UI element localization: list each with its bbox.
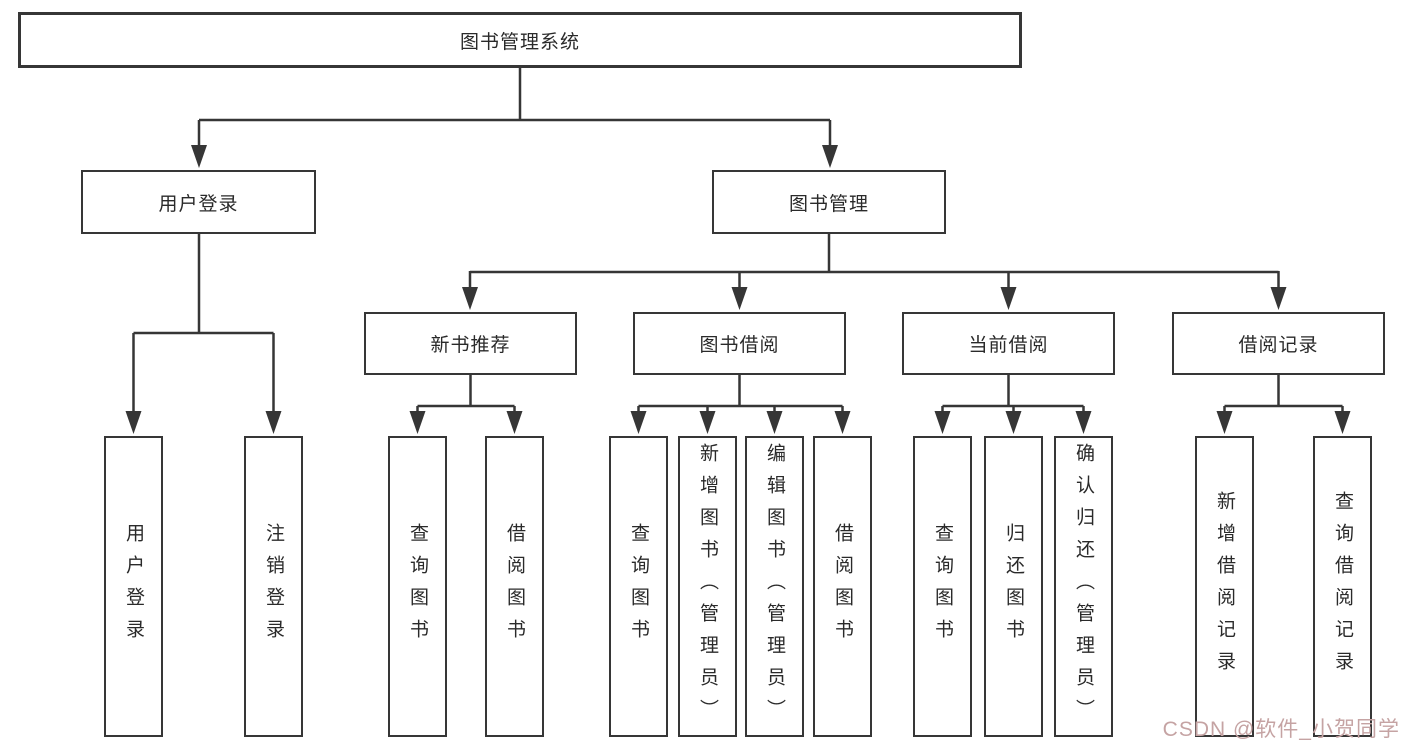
connector-path — [132, 68, 1344, 415]
leaf-return-books: 归还图书 — [984, 436, 1043, 737]
leaf-query-books-recommend: 查询图书 — [388, 436, 447, 737]
arrowhead — [731, 287, 748, 310]
leaf-user-login: 用户登录 — [104, 436, 163, 737]
node-library-management-system: 图书管理系统 — [18, 12, 1022, 68]
arrowhead — [125, 411, 142, 434]
arrowhead — [1270, 287, 1287, 310]
arrowhead — [506, 411, 523, 434]
node-book-borrowing: 图书借阅 — [633, 312, 846, 375]
node-book-management: 图书管理 — [712, 170, 946, 234]
arrowhead — [934, 411, 951, 434]
watermark-text: CSDN @软件_小贺同学 — [1162, 718, 1400, 741]
arrowhead — [462, 287, 478, 310]
leaf-add-books-admin: 新增图书（管理员） — [678, 436, 737, 737]
node-user-login: 用户登录 — [81, 170, 316, 234]
leaf-confirm-return-admin: 确认归还（管理员） — [1054, 436, 1113, 737]
arrowhead — [191, 145, 207, 168]
leaf-add-borrow-record: 新增借阅记录 — [1195, 436, 1254, 737]
node-borrowing-records: 借阅记录 — [1172, 312, 1385, 375]
arrowhead — [1216, 411, 1233, 434]
leaf-query-borrow-record: 查询借阅记录 — [1313, 436, 1372, 737]
leaf-logout: 注销登录 — [244, 436, 303, 737]
arrowhead — [630, 411, 647, 434]
arrowhead — [1000, 287, 1017, 310]
node-new-book-recommendation: 新书推荐 — [364, 312, 577, 375]
node-current-borrowing: 当前借阅 — [902, 312, 1115, 375]
arrowhead — [834, 411, 851, 434]
arrowhead — [699, 411, 716, 434]
leaf-query-books-borrowing: 查询图书 — [609, 436, 668, 737]
arrowhead — [766, 411, 783, 434]
leaf-query-books-current: 查询图书 — [913, 436, 972, 737]
leaf-borrow-books-recommend: 借阅图书 — [485, 436, 544, 737]
leaf-borrow-books: 借阅图书 — [813, 436, 872, 737]
arrowhead — [1005, 411, 1022, 434]
arrowhead — [822, 145, 838, 168]
arrowhead — [1075, 411, 1092, 434]
arrowhead — [409, 411, 426, 434]
arrowhead — [1334, 411, 1351, 434]
leaf-edit-books-admin: 编辑图书（管理员） — [745, 436, 804, 737]
arrowhead — [265, 411, 282, 434]
